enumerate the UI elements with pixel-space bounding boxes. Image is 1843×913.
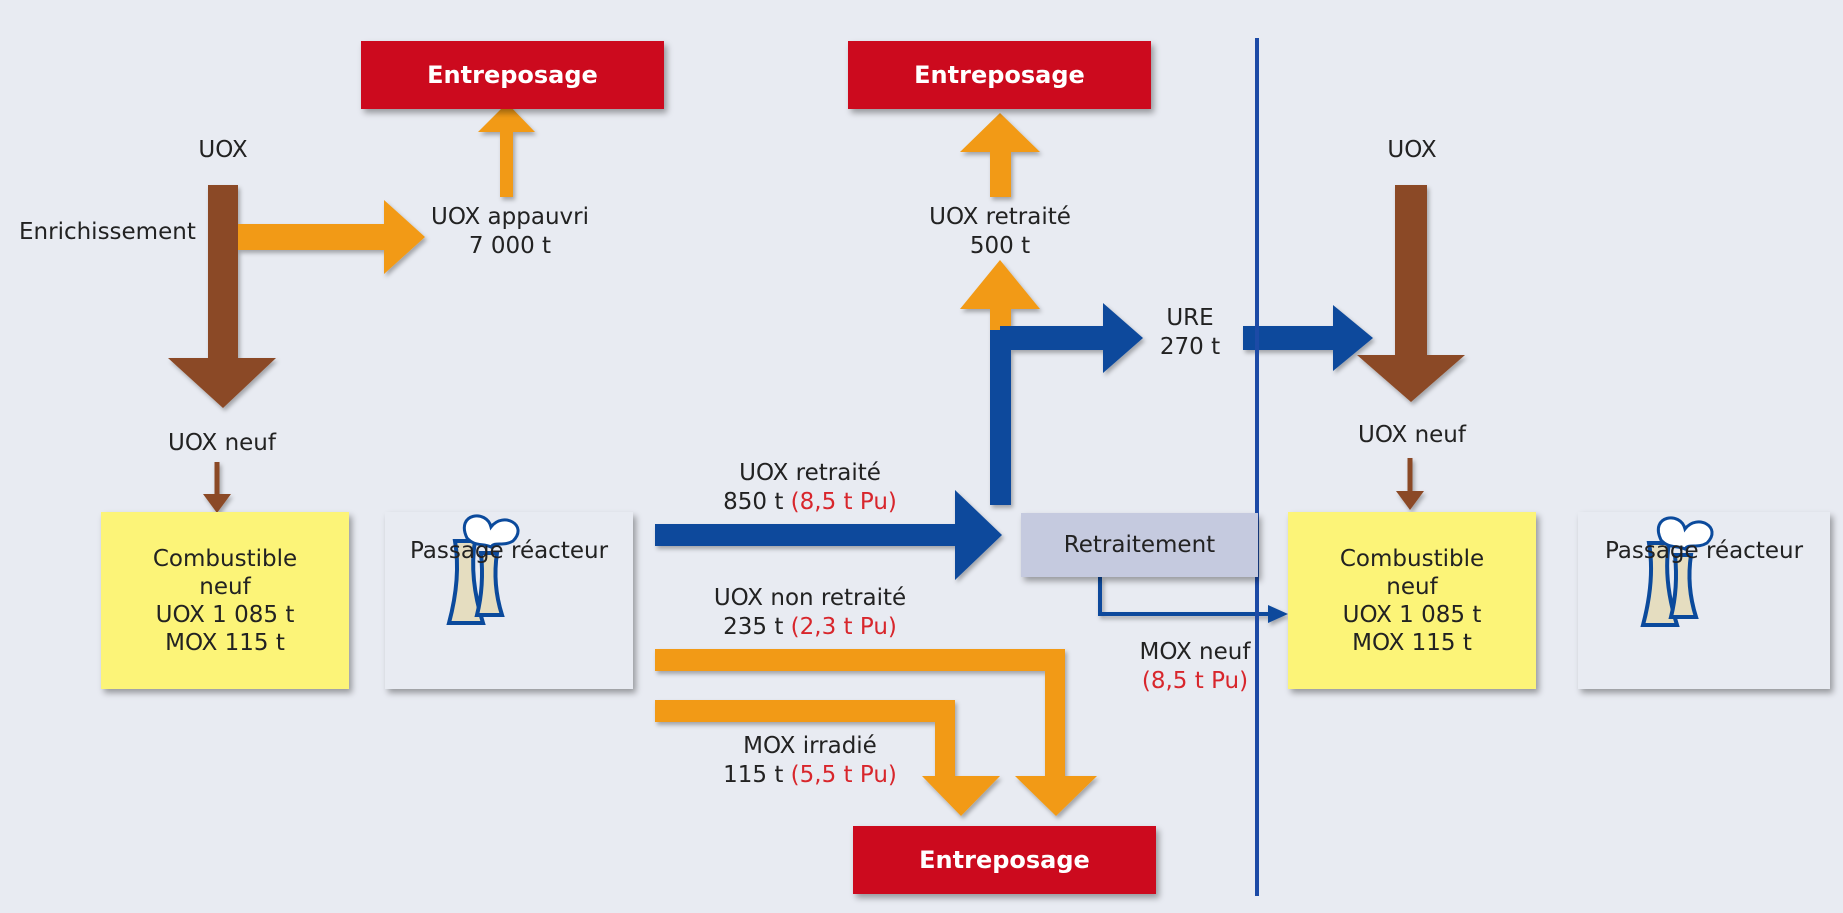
mox-new-label: MOX neuf (8,5 t Pu) bbox=[1115, 638, 1275, 696]
uox-neuf-left-arrow-head bbox=[203, 494, 231, 513]
uox-label-right: UOX bbox=[1387, 137, 1437, 163]
uox-unprocessed-qty: 235 t bbox=[723, 614, 784, 640]
enrichment-label: Enrichissement bbox=[19, 219, 196, 245]
mox-new-arrow-shaft bbox=[1098, 577, 1270, 616]
reprocessed-storage-arrow bbox=[960, 113, 1040, 197]
uox-neuf-right-arrow-head bbox=[1396, 491, 1424, 510]
reactor-label: Passage réacteur bbox=[1604, 538, 1804, 564]
fuel-mox-qty: MOX 115 t bbox=[165, 629, 285, 656]
cooling-tower-icon bbox=[446, 514, 520, 625]
reprocessed-storage-label: UOX retraité 500 t bbox=[900, 203, 1100, 261]
depleted-to-storage-arrow bbox=[478, 103, 535, 197]
depleted-uox-name: UOX appauvri bbox=[431, 204, 589, 230]
uox-reprocessed-label: UOX retraité 850 t (8,5 t Pu) bbox=[690, 459, 930, 517]
reprocessed-storage-name: UOX retraité bbox=[929, 204, 1071, 230]
uox-reprocessed-qty: 850 t bbox=[723, 489, 784, 515]
fuel-subtitle: neuf bbox=[1386, 573, 1438, 600]
fuel-mox-qty: MOX 115 t bbox=[1352, 629, 1472, 656]
storage-label: Entreposage bbox=[914, 61, 1085, 89]
reprocessing-label: Retraitement bbox=[1063, 532, 1216, 558]
mox-irradiated-qty-line: 115 t (5,5 t Pu) bbox=[690, 761, 930, 790]
uox-unprocessed-pu: (2,3 t Pu) bbox=[790, 614, 897, 640]
uox-right-arrow bbox=[1357, 185, 1465, 402]
uox-new-label-right: UOX neuf bbox=[1358, 422, 1466, 448]
uox-reprocessed-arrow bbox=[655, 490, 1002, 580]
fuel-uox-qty: UOX 1 085 t bbox=[1342, 601, 1482, 628]
uox-unprocessed-qty-line: 235 t (2,3 t Pu) bbox=[670, 613, 950, 642]
ure-name: URE bbox=[1166, 305, 1214, 331]
ure-qty: 270 t bbox=[1159, 334, 1221, 360]
mox-irradiated-label: MOX irradié 115 t (5,5 t Pu) bbox=[690, 732, 930, 790]
storage-box-left: Entreposage bbox=[361, 41, 664, 109]
uox-unprocessed-name: UOX non retraité bbox=[713, 585, 907, 611]
depleted-uox-label: UOX appauvri 7 000 t bbox=[420, 203, 600, 261]
uox-enrichment-arrow bbox=[168, 185, 276, 408]
cooling-tower-icon bbox=[1640, 516, 1714, 627]
reactor-box-right: Passage réacteur bbox=[1578, 512, 1830, 689]
reactor-label: Passage réacteur bbox=[409, 538, 609, 564]
uox-reprocessed-qty-line: 850 t (8,5 t Pu) bbox=[690, 488, 930, 517]
storage-label: Entreposage bbox=[919, 846, 1090, 874]
mox-irradiated-pu: (5,5 t Pu) bbox=[790, 762, 897, 788]
fuel-uox-qty: UOX 1 085 t bbox=[155, 601, 295, 628]
fuel-title: Combustible bbox=[1339, 545, 1485, 572]
uox-reprocessed-pu: (8,5 t Pu) bbox=[790, 489, 897, 515]
fresh-fuel-box-left: Combustible neuf UOX 1 085 t MOX 115 t bbox=[101, 512, 349, 689]
mox-new-arrow-head bbox=[1268, 605, 1288, 623]
mox-irradiated-name: MOX irradié bbox=[743, 733, 877, 759]
ure-arrow bbox=[1000, 303, 1143, 373]
uox-unprocessed-label: UOX non retraité 235 t (2,3 t Pu) bbox=[670, 584, 950, 642]
mox-irradiated-arrow bbox=[655, 700, 1000, 816]
fuel-title: Combustible bbox=[152, 545, 298, 572]
reprocessed-storage-qty: 500 t bbox=[969, 233, 1031, 259]
ure-label: URE 270 t bbox=[1140, 304, 1240, 362]
storage-box-bottom: Entreposage bbox=[853, 826, 1156, 894]
depleted-uox-qty: 7 000 t bbox=[468, 233, 552, 259]
mox-new-pu: (8,5 t Pu) bbox=[1141, 668, 1249, 694]
reprocessed-up-arrow bbox=[960, 260, 1040, 340]
storage-box-middle: Entreposage bbox=[848, 41, 1151, 109]
uox-label-left: UOX bbox=[198, 137, 248, 163]
fresh-fuel-box-right: Combustible neuf UOX 1 085 t MOX 115 t bbox=[1288, 512, 1536, 689]
uox-unprocessed-arrow bbox=[655, 649, 1097, 816]
mox-irradiated-qty: 115 t bbox=[723, 762, 784, 788]
reactor-box-left: Passage réacteur bbox=[385, 512, 633, 689]
reprocessing-blue-vertical bbox=[990, 330, 1011, 505]
storage-label: Entreposage bbox=[427, 61, 598, 89]
uox-new-label-left: UOX neuf bbox=[168, 430, 276, 456]
ure-to-right-arrow bbox=[1243, 305, 1373, 371]
depleted-uox-arrow bbox=[238, 200, 425, 274]
uox-reprocessed-name: UOX retraité bbox=[739, 460, 881, 486]
fuel-subtitle: neuf bbox=[199, 573, 251, 600]
mox-new-name: MOX neuf bbox=[1139, 639, 1251, 665]
reprocessing-box: Retraitement bbox=[1021, 513, 1258, 577]
